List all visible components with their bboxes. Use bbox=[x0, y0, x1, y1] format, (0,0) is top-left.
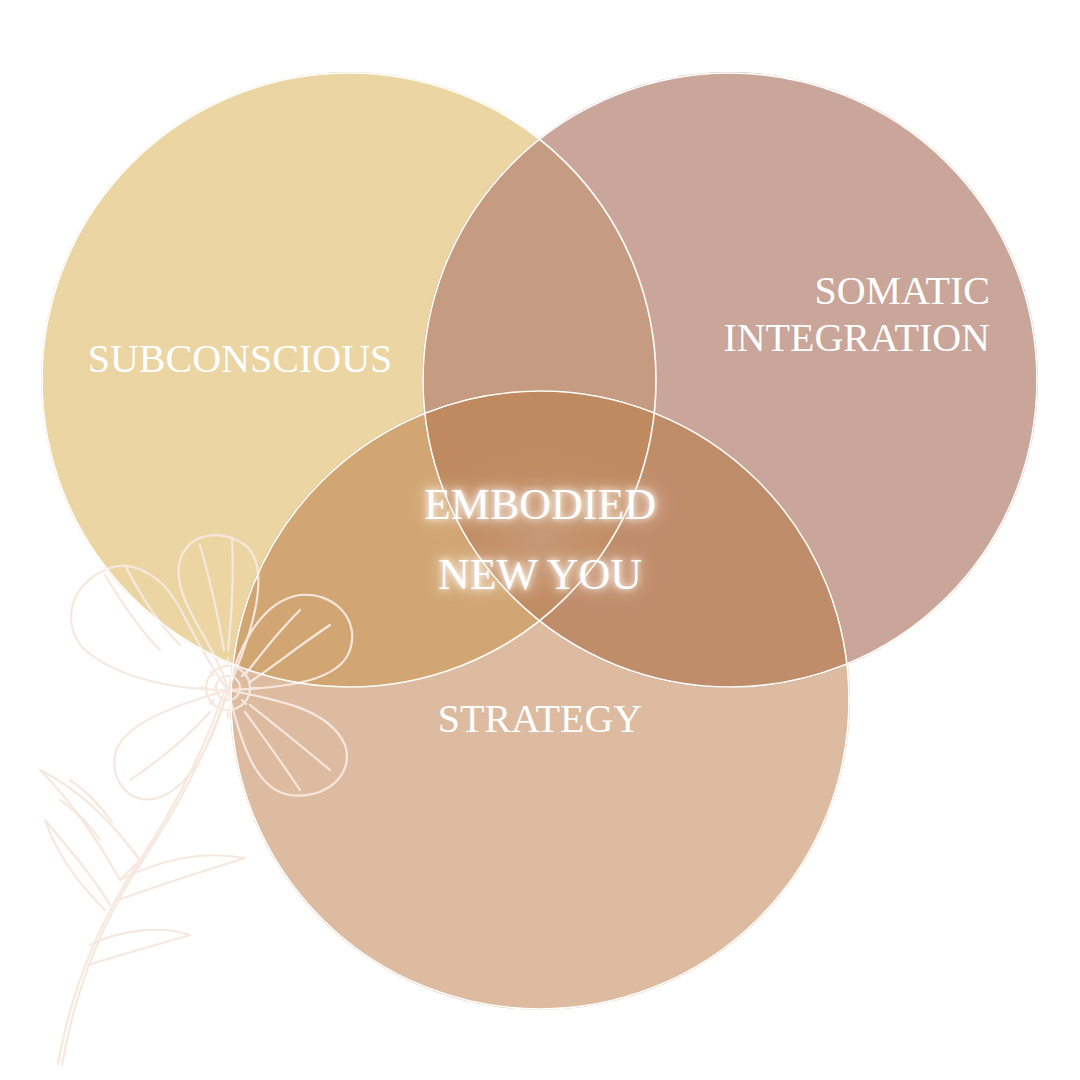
center-label: EMBODIED NEW YOU bbox=[370, 470, 710, 611]
circle-label: SOMATIC INTEGRATION bbox=[668, 267, 990, 361]
circle-label: STRATEGY bbox=[380, 695, 700, 742]
circle-label: SUBCONSCIOUS bbox=[60, 335, 420, 382]
circle-border bbox=[231, 391, 849, 1009]
